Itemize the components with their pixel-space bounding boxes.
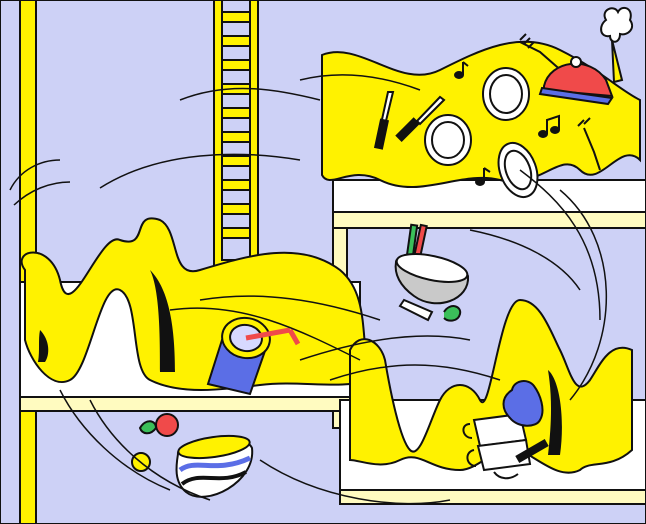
knives bbox=[373, 91, 446, 150]
plates bbox=[424, 67, 539, 199]
motion-lines bbox=[9, 74, 608, 505]
cloth-fold bbox=[150, 270, 175, 372]
mugs bbox=[462, 412, 549, 480]
red-cloche bbox=[538, 56, 614, 106]
colander-bowl bbox=[394, 223, 470, 322]
music-notes bbox=[454, 61, 560, 186]
cloth-fold bbox=[548, 370, 562, 455]
ladder bbox=[213, 0, 259, 271]
cloth-fold bbox=[38, 330, 49, 362]
oven-mitt bbox=[502, 380, 544, 427]
yellow-cloth-middle bbox=[20, 217, 372, 391]
bowl-bottom bbox=[175, 434, 254, 498]
steam-cloud bbox=[600, 6, 634, 84]
juice-glass bbox=[206, 316, 301, 396]
